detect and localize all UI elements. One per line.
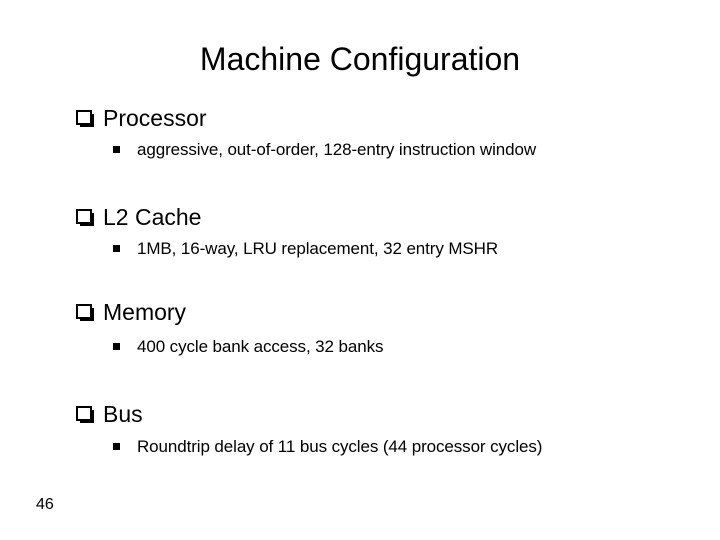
- sub-bullet-item-bus-detail: Roundtrip delay of 11 bus cycles (44 pro…: [113, 436, 542, 458]
- shadowed-square-bullet-icon: [76, 109, 92, 125]
- sub-bullet-item-processor-detail: aggressive, out-of-order, 128-entry inst…: [113, 139, 536, 161]
- sub-bullet-item-l2-cache-detail: 1MB, 16-way, LRU replacement, 32 entry M…: [113, 238, 498, 260]
- square-bullet-icon: [113, 443, 120, 450]
- sub-bullet-text: Roundtrip delay of 11 bus cycles (44 pro…: [137, 437, 543, 456]
- bullet-item-bus: Bus: [76, 401, 143, 427]
- bullet-item-heading: Memory: [103, 299, 187, 325]
- shadowed-square-bullet-icon: [76, 303, 92, 319]
- slide-title: Machine Configuration: [199, 41, 521, 77]
- square-bullet-icon: [113, 343, 120, 350]
- shadowed-square-bullet-icon: [76, 208, 92, 224]
- sub-bullet-text: 400 cycle bank access, 32 banks: [137, 337, 384, 356]
- sub-bullet-text: aggressive, out-of-order, 128-entry inst…: [137, 140, 537, 159]
- bullet-item-heading: Bus: [103, 401, 143, 427]
- bullet-item-l2-cache: L2 Cache: [76, 204, 201, 230]
- slide-page-number: 46: [36, 496, 54, 513]
- bullet-item-heading: L2 Cache: [103, 204, 202, 230]
- bullet-item-memory: Memory: [76, 299, 186, 325]
- square-bullet-icon: [113, 146, 120, 153]
- bullet-item-processor: Processor: [76, 105, 207, 131]
- shadowed-square-bullet-icon: [76, 405, 92, 421]
- sub-bullet-text: 1MB, 16-way, LRU replacement, 32 entry M…: [137, 239, 499, 258]
- square-bullet-icon: [113, 245, 120, 252]
- bullet-item-heading: Processor: [103, 105, 207, 131]
- sub-bullet-item-memory-detail: 400 cycle bank access, 32 banks: [113, 336, 383, 358]
